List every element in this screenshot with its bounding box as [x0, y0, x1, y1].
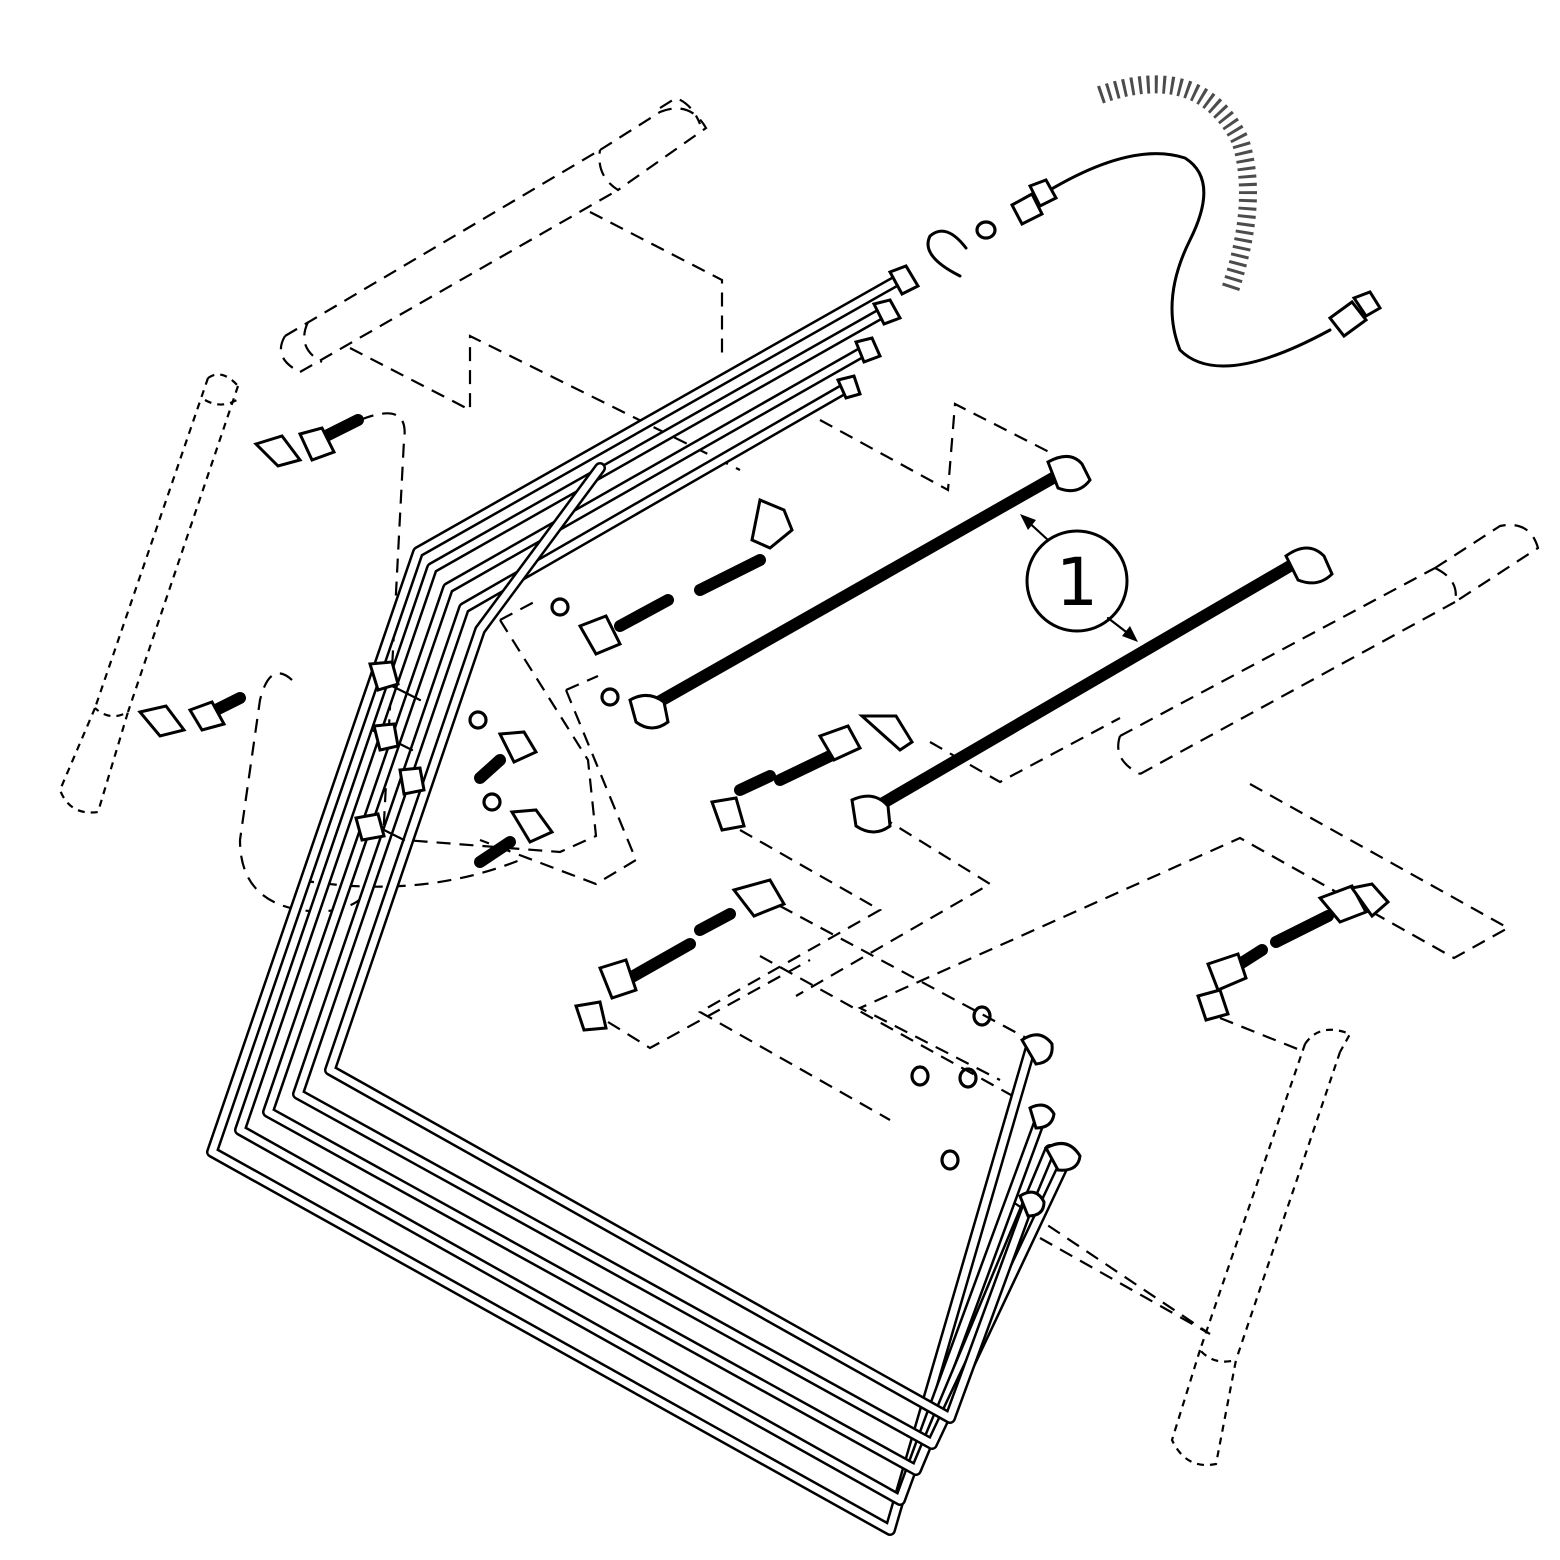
steel-tube-bundle — [206, 274, 1072, 1536]
cylinder-lower-right — [1170, 1028, 1352, 1467]
cylinder-left — [58, 373, 241, 814]
tube-end-fittings — [354, 264, 1082, 1218]
cylinder-right — [1117, 523, 1540, 775]
braided-supply-hose — [926, 74, 1383, 368]
cylinder-upper-left — [279, 96, 708, 373]
flexible-hoses — [137, 414, 1391, 1032]
callout-1: 1 — [1020, 514, 1138, 642]
o-rings — [468, 597, 992, 1171]
callout-1-label: 1 — [1056, 544, 1098, 621]
